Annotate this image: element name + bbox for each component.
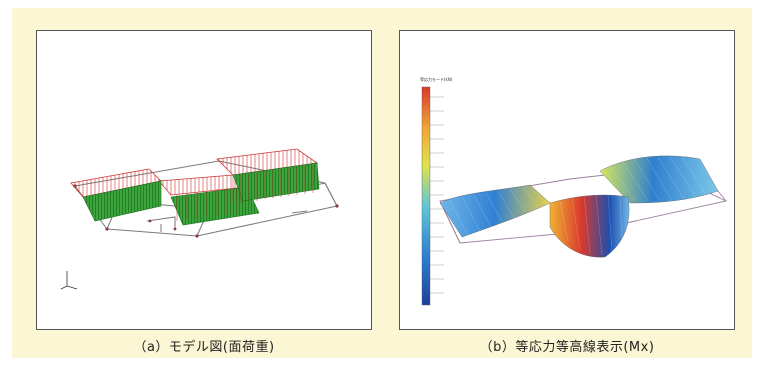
load-green-right	[232, 162, 320, 202]
model-wireframe	[60, 148, 339, 290]
caption-b: （b）等応力等高線表示(Mx)	[479, 340, 655, 355]
contour-surface-center	[549, 194, 630, 258]
caption-a: （a）モデル図(面荷重)	[133, 340, 275, 355]
axis-triad-icon	[60, 271, 78, 290]
contour-figure: 等応力モード(kN)	[399, 30, 735, 330]
support-markers	[73, 184, 339, 238]
figure-panel: 等応力モード(kN) （a）モデル	[12, 8, 752, 358]
contour-surface-right	[599, 155, 719, 204]
load-lines	[176, 165, 314, 221]
contour-plot: 等応力モード(kN)	[420, 76, 728, 306]
contour-mesh	[449, 156, 707, 256]
model-figure	[36, 30, 372, 330]
load-green-left	[82, 180, 162, 222]
contour-legend: 等応力モード(kN)	[420, 76, 453, 306]
legend-title: 等応力モード(kN)	[420, 76, 453, 82]
contour-surface-left	[439, 184, 551, 238]
